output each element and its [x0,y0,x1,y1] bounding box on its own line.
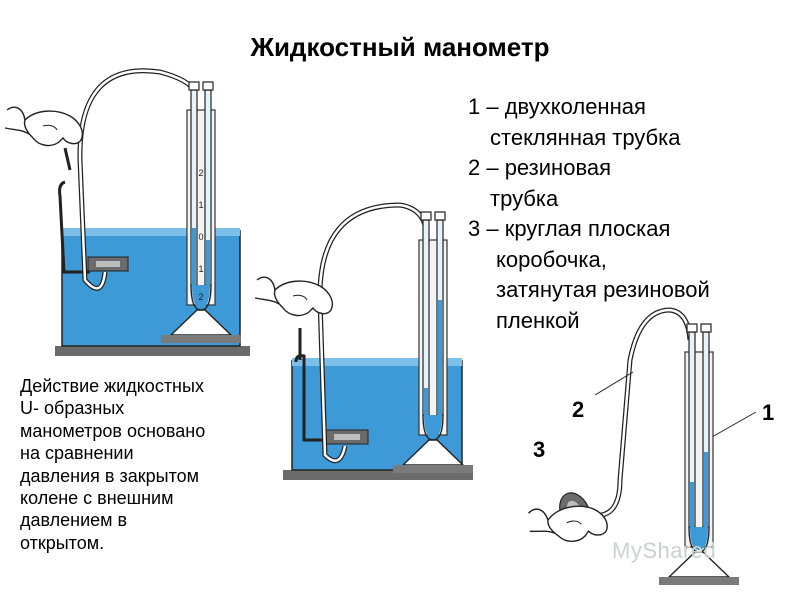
legend-item-3: 3 – круглая плоская [468,216,671,241]
legend-item-1: 1 – двухколенная [468,94,646,119]
scale-tick: 0 [198,232,203,242]
scale-tick: 2 [198,168,203,178]
description-line: U- образных [20,398,125,419]
label-rubber-tube: 2 [572,397,585,422]
watermark: MyShared [612,538,717,563]
scale-tick: 1 [198,264,203,274]
legend-item-1-cont: стеклянная трубка [490,124,681,150]
scale-tick: 1 [198,200,203,210]
setup-middle [254,202,474,480]
description-line: давлением в [20,510,128,531]
legend-item-3-cont: пленкой [496,307,580,333]
description-line: давления в закрытом [20,465,199,486]
scale-tick: 2 [198,292,203,302]
legend-item-3-cont: коробочка, [496,246,607,272]
legend-item-2-cont: трубка [490,185,559,211]
setup-right [525,307,757,586]
page-title: Жидкостный манометр [250,32,550,62]
label-box: 3 [533,437,546,462]
legend: 1 – двухколенная стеклянная трубка 2 – р… [468,92,788,336]
description-line: колене с внешним [20,488,174,509]
legend-item-2: 2 – резиновая [468,155,612,180]
description-line: Действие жидкостных [20,376,204,396]
description-line: манометров основано [20,420,206,441]
description-line: открытом. [20,532,105,553]
setup-left [4,68,250,356]
label-glass-tube: 1 [762,400,775,425]
legend-item-3-cont: затянутая резиновой [496,277,710,302]
description: Действие жидкостных U- образных манометр… [20,375,265,554]
description-line: на сравнении [20,443,134,464]
